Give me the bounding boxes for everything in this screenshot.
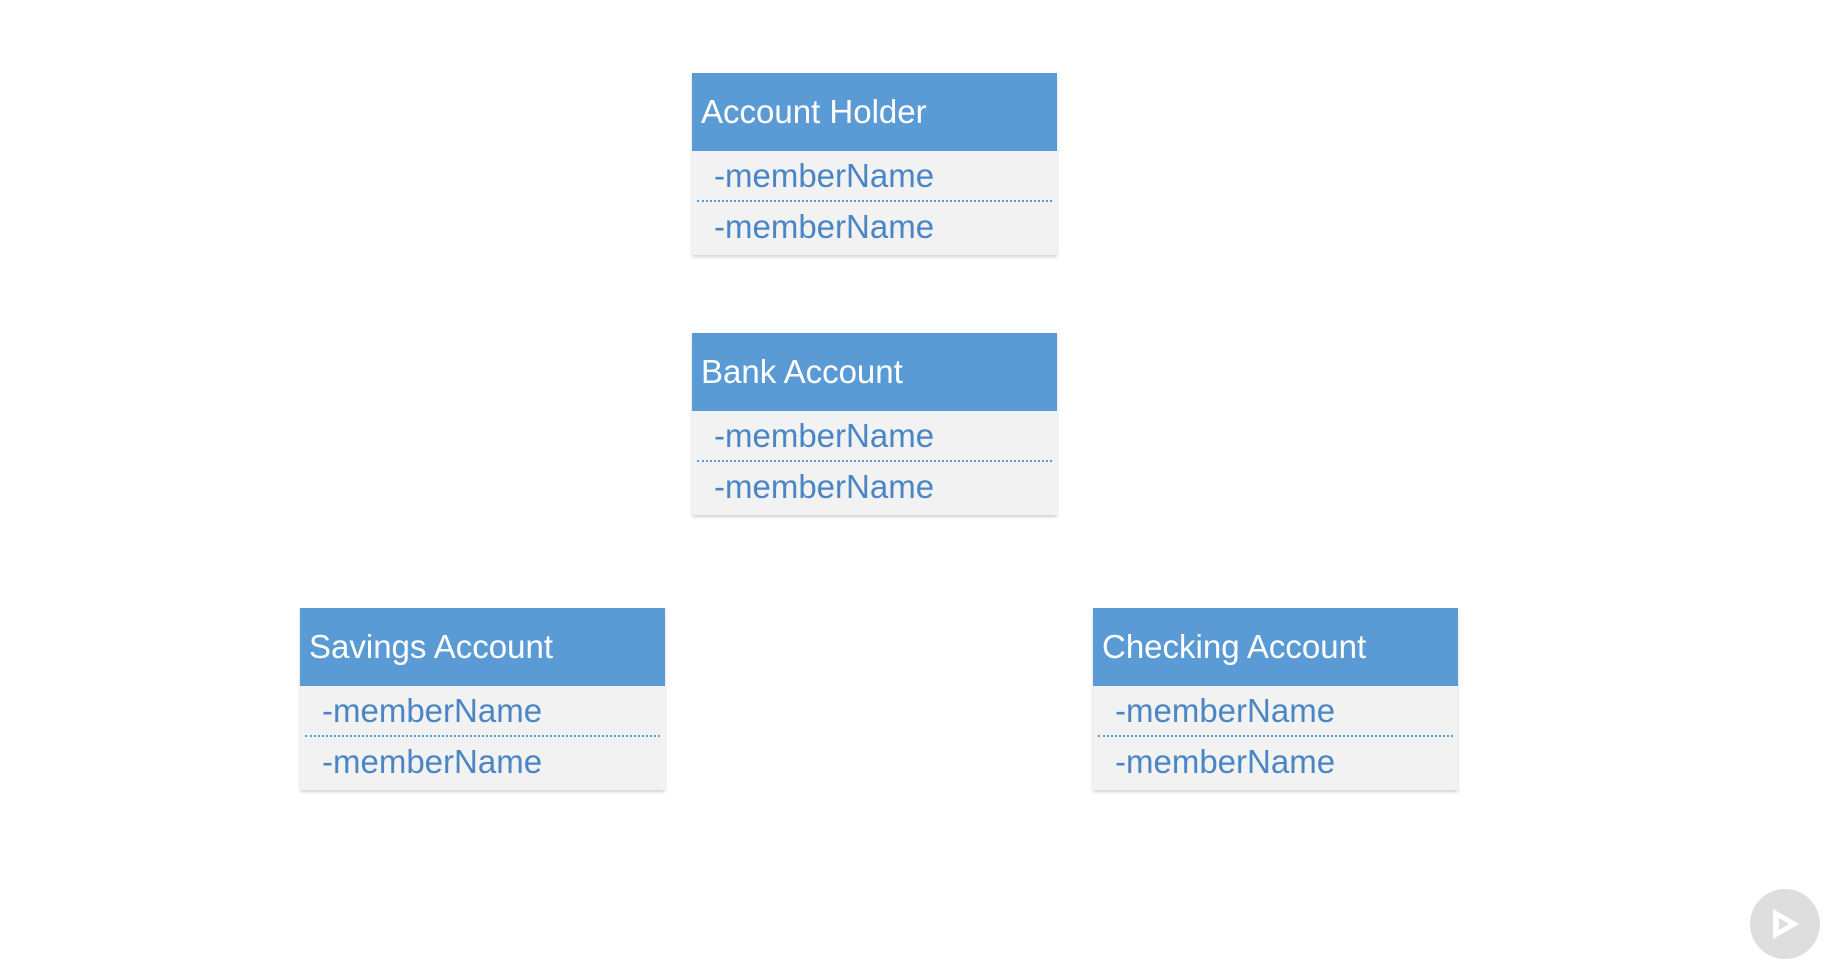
account-holder-class-box: Account Holder -memberName -memberName [692, 73, 1057, 255]
class-title: Account Holder [692, 73, 1057, 151]
class-title: Checking Account [1093, 608, 1458, 686]
play-button[interactable] [1750, 889, 1820, 959]
class-members: -memberName -memberName [1093, 686, 1458, 790]
class-member: -memberName [714, 157, 935, 194]
class-title: Bank Account [692, 333, 1057, 411]
class-members: -memberName -memberName [300, 686, 665, 790]
class-member: -memberName [714, 417, 935, 454]
savings-account-class-box: Savings Account -memberName -memberName [300, 608, 665, 790]
class-member: -memberName [714, 468, 935, 505]
member-divider [1098, 735, 1453, 737]
bank-account-class-box: Bank Account -memberName -memberName [692, 333, 1057, 515]
class-members: -memberName -memberName [692, 151, 1057, 255]
class-members: -memberName -memberName [692, 411, 1057, 515]
class-member: -memberName [1115, 692, 1336, 729]
play-icon [1773, 909, 1799, 939]
class-member: -memberName [322, 743, 543, 780]
member-divider [697, 460, 1052, 462]
class-member: -memberName [1115, 743, 1336, 780]
class-member: -memberName [714, 208, 935, 245]
class-title: Savings Account [300, 608, 665, 686]
member-divider [697, 200, 1052, 202]
member-divider [305, 735, 660, 737]
checking-account-class-box: Checking Account -memberName -memberName [1093, 608, 1458, 790]
class-member: -memberName [322, 692, 543, 729]
